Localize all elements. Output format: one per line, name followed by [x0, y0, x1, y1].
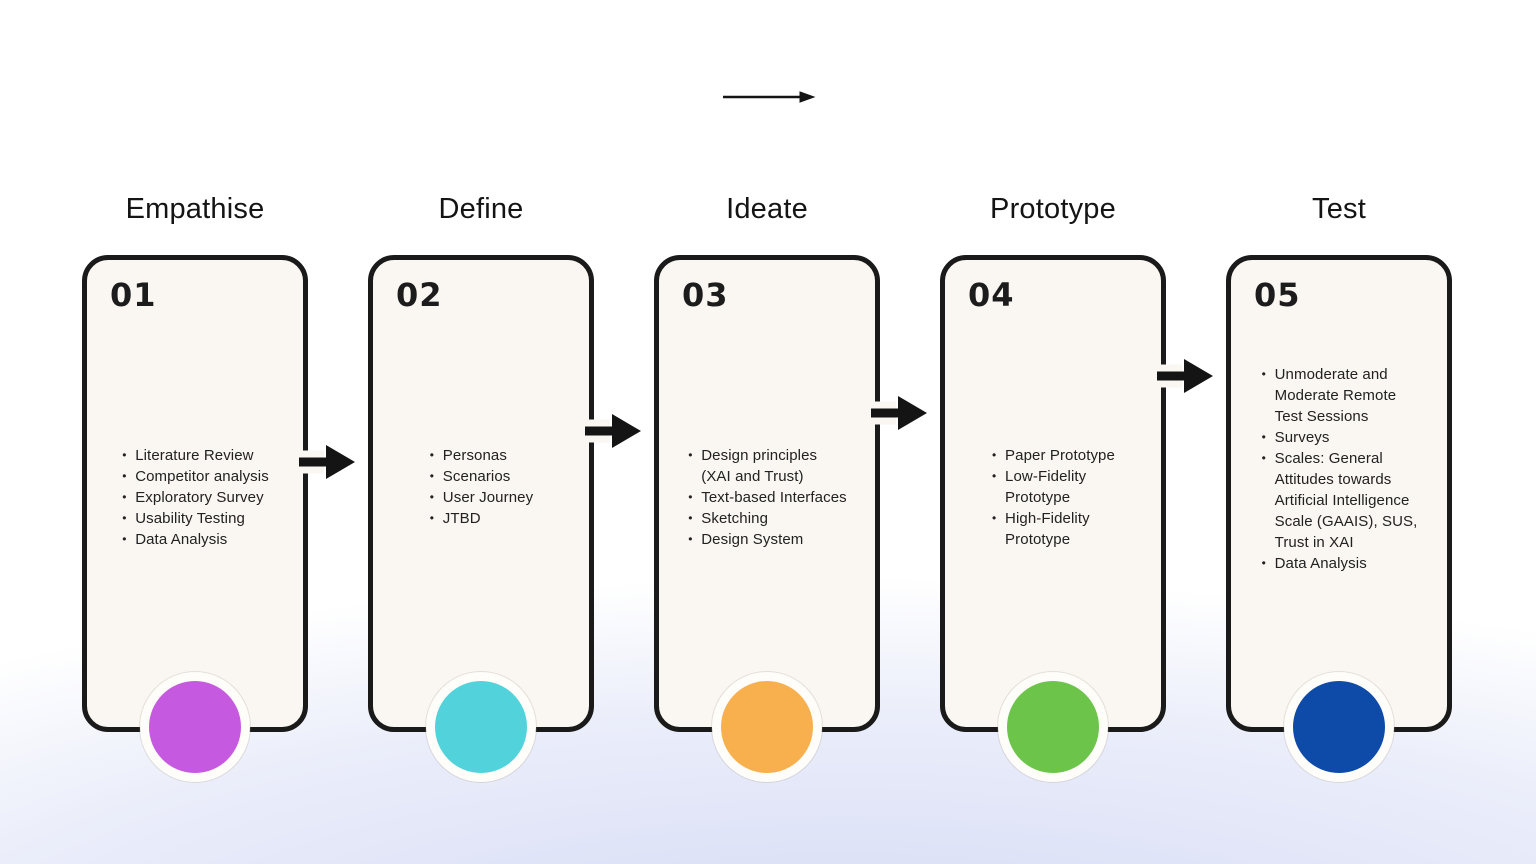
- next-step-arrow-icon: [298, 445, 355, 479]
- stage-items-list: PersonasScenariosUser JourneyJTBD: [429, 445, 533, 529]
- stage-items-list: Unmoderate and Moderate Remote Test Sess…: [1261, 364, 1418, 574]
- stage-list-item: Exploratory Survey: [121, 487, 269, 508]
- stage-number: 05: [1254, 276, 1301, 314]
- stage-number: 02: [396, 276, 443, 314]
- stage-items-wrap: Unmoderate and Moderate Remote Test Sess…: [1235, 364, 1443, 574]
- stage-define: Define 02 PersonasScenariosUser JourneyJ…: [368, 0, 641, 864]
- stage-dot: [435, 681, 527, 773]
- stage-dot-ring: [1284, 672, 1394, 782]
- stage-list-item: Paper Prototype: [991, 445, 1115, 466]
- stage-list-item: JTBD: [429, 508, 533, 529]
- stage-items-wrap: Design principles (XAI and Trust)Text-ba…: [663, 445, 871, 550]
- stage-list-item: Scenarios: [429, 466, 533, 487]
- stage-list-item: Surveys: [1261, 427, 1418, 448]
- stage-card: 03 Design principles (XAI and Trust)Text…: [654, 255, 880, 732]
- stage-card: 05 Unmoderate and Moderate Remote Test S…: [1226, 255, 1452, 732]
- stage-list-item: Literature Review: [121, 445, 269, 466]
- stage-list-item: Personas: [429, 445, 533, 466]
- flow-start-arrow-icon: [723, 91, 816, 103]
- stage-dot: [1007, 681, 1099, 773]
- stage-list-item: Design System: [687, 529, 847, 550]
- stage-items-wrap: Literature ReviewCompetitor analysisExpl…: [91, 445, 299, 550]
- stage-list-item: Data Analysis: [121, 529, 269, 550]
- stage-title: Prototype: [990, 193, 1116, 225]
- stage-items-list: Design principles (XAI and Trust)Text-ba…: [687, 445, 847, 550]
- stage-list-item: Text-based Interfaces: [687, 487, 847, 508]
- stage-list-item: Low-Fidelity Prototype: [991, 466, 1115, 508]
- stage-list-item: Scales: General Attitudes towards Artifi…: [1261, 448, 1418, 553]
- stage-card: 01 Literature ReviewCompetitor analysisE…: [82, 255, 308, 732]
- stage-number: 01: [110, 276, 157, 314]
- stage-list-item: Competitor analysis: [121, 466, 269, 487]
- stage-items-wrap: Paper PrototypeLow-Fidelity PrototypeHig…: [949, 445, 1157, 550]
- stage-items-wrap: PersonasScenariosUser JourneyJTBD: [377, 445, 585, 529]
- next-step-arrow-icon: [1156, 359, 1213, 393]
- stage-items-list: Literature ReviewCompetitor analysisExpl…: [121, 445, 269, 550]
- stage-title: Ideate: [726, 193, 808, 225]
- next-step-arrow-icon: [870, 396, 927, 430]
- stage-items-list: Paper PrototypeLow-Fidelity PrototypeHig…: [991, 445, 1115, 550]
- stage-card: 04 Paper PrototypeLow-Fidelity Prototype…: [940, 255, 1166, 732]
- stage-dot: [721, 681, 813, 773]
- stage-dot: [1293, 681, 1385, 773]
- stage-dot-ring: [712, 672, 822, 782]
- stage-dot-ring: [426, 672, 536, 782]
- stage-number: 04: [968, 276, 1015, 314]
- stage-test: Test 05 Unmoderate and Moderate Remote T…: [1226, 0, 1452, 864]
- stage-list-item: Data Analysis: [1261, 553, 1418, 574]
- stage-dot-ring: [998, 672, 1108, 782]
- stage-number: 03: [682, 276, 729, 314]
- stage-dot: [149, 681, 241, 773]
- stage-ideate: Ideate 03 Design principles (XAI and Tru…: [654, 0, 927, 864]
- stage-dot-ring: [140, 672, 250, 782]
- stage-list-item: Sketching: [687, 508, 847, 529]
- stage-title: Define: [438, 193, 524, 225]
- stage-list-item: Unmoderate and Moderate Remote Test Sess…: [1261, 364, 1418, 427]
- stage-title: Test: [1312, 193, 1366, 225]
- next-step-arrow-icon: [584, 414, 641, 448]
- stage-list-item: User Journey: [429, 487, 533, 508]
- stage-title: Empathise: [125, 193, 265, 225]
- stage-list-item: Design principles (XAI and Trust): [687, 445, 847, 487]
- stage-empathise: Empathise 01 Literature ReviewCompetitor…: [82, 0, 355, 864]
- stage-prototype: Prototype 04 Paper PrototypeLow-Fidelity…: [940, 0, 1213, 864]
- stage-list-item: High-Fidelity Prototype: [991, 508, 1115, 550]
- stage-list-item: Usability Testing: [121, 508, 269, 529]
- stage-card: 02 PersonasScenariosUser JourneyJTBD: [368, 255, 594, 732]
